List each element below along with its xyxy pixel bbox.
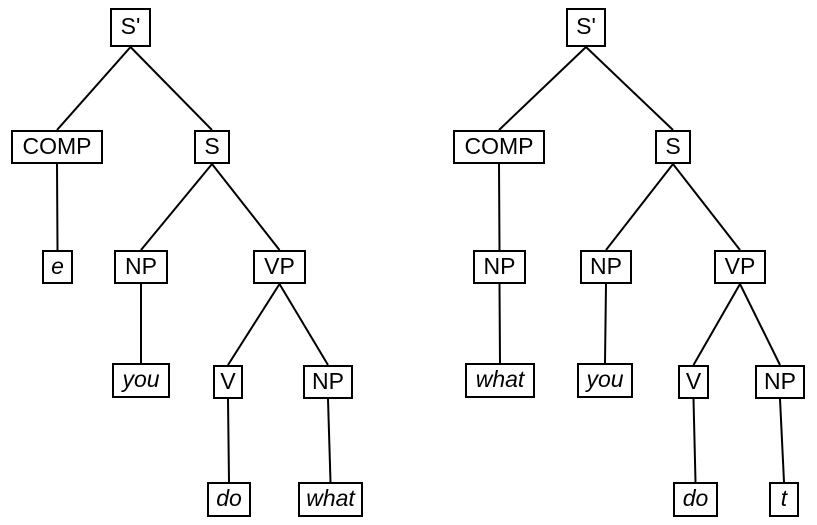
tree-node-t1-you: you bbox=[112, 363, 170, 398]
tree-node-t1-vp: VP bbox=[253, 250, 306, 284]
tree-node-t1-do: do bbox=[207, 482, 251, 517]
tree-branch-t2-sbar-to-t2-s bbox=[585, 46, 674, 131]
tree-branch-t1-v-to-t1-do bbox=[227, 398, 230, 483]
tree-node-label: what bbox=[306, 485, 355, 511]
tree-node-label: you bbox=[122, 366, 160, 392]
tree-node-t1-np-obj: NP bbox=[303, 365, 353, 399]
tree-node-t1-np-subj: NP bbox=[114, 250, 168, 284]
tree-node-t2-t: t bbox=[769, 482, 799, 517]
tree-branch-t2-np-comp-to-t2-what bbox=[498, 283, 501, 364]
tree-node-label: do bbox=[216, 485, 242, 511]
tree-node-t2-you: you bbox=[577, 363, 633, 398]
tree-node-label: do bbox=[682, 485, 709, 511]
tree-branch-t2-s-to-t2-vp bbox=[672, 163, 741, 251]
tree-node-label: COMP bbox=[464, 132, 534, 159]
tree-node-t2-np-obj: NP bbox=[755, 365, 805, 399]
tree-node-t1-v: V bbox=[213, 365, 243, 399]
tree-branch-t2-s-to-t2-np-subj bbox=[605, 163, 674, 251]
tree-node-t2-sbar: S' bbox=[566, 8, 606, 47]
tree-branch-t1-np-obj-to-t1-what bbox=[327, 398, 332, 483]
tree-branch-t2-comp-to-t2-np-comp bbox=[498, 163, 501, 251]
tree-node-t2-np-subj: NP bbox=[580, 250, 632, 284]
tree-node-t1-e: e bbox=[42, 250, 73, 284]
tree-branch-t2-np-subj-to-t2-you bbox=[604, 283, 607, 364]
tree-node-t2-vp: VP bbox=[714, 250, 766, 284]
tree-node-label: NP bbox=[312, 367, 344, 394]
tree-branch-t2-np-obj-to-t2-t bbox=[779, 398, 785, 483]
tree-node-label: you bbox=[586, 366, 624, 392]
tree-node-label: S bbox=[204, 132, 220, 159]
tree-branch-t2-sbar-to-t2-comp bbox=[498, 46, 587, 131]
tree-branch-t2-vp-to-t2-v bbox=[692, 283, 741, 366]
tree-node-label: e bbox=[51, 252, 64, 279]
tree-node-label: VP bbox=[264, 252, 295, 279]
tree-branch-t1-s-to-t1-vp bbox=[211, 163, 281, 251]
tree-node-label: NP bbox=[590, 252, 622, 279]
tree-node-label: NP bbox=[483, 252, 516, 279]
tree-branch-t1-sbar-to-t1-comp bbox=[56, 46, 132, 131]
tree-node-t1-sbar: S' bbox=[110, 8, 151, 47]
tree-branch-t1-s-to-t1-np-subj bbox=[140, 163, 213, 251]
tree-node-label: V bbox=[220, 367, 236, 394]
tree-node-t1-what: what bbox=[298, 482, 363, 517]
tree-node-label: NP bbox=[764, 367, 796, 394]
tree-node-t2-np-comp: NP bbox=[473, 250, 526, 284]
tree-node-label: COMP bbox=[22, 132, 92, 159]
tree-branch-t2-v-to-t2-do bbox=[692, 398, 697, 483]
tree-node-t2-do: do bbox=[673, 482, 718, 517]
tree-branch-t2-vp-to-t2-np-obj bbox=[739, 283, 781, 366]
tree-node-t2-v: V bbox=[678, 365, 709, 399]
tree-branch-t1-comp-to-t1-e bbox=[56, 163, 59, 251]
tree-node-label: t bbox=[780, 485, 788, 511]
tree-node-label: S' bbox=[120, 13, 141, 39]
tree-node-t2-comp: COMP bbox=[453, 130, 545, 164]
tree-node-label: S bbox=[665, 132, 681, 159]
tree-node-label: what bbox=[475, 366, 525, 392]
tree-node-label: VP bbox=[724, 252, 756, 279]
tree-node-t1-comp: COMP bbox=[11, 130, 103, 164]
tree-node-label: S' bbox=[576, 13, 596, 39]
tree-node-t1-s: S bbox=[194, 130, 230, 164]
tree-node-label: V bbox=[685, 367, 702, 394]
tree-node-label: NP bbox=[125, 252, 157, 279]
tree-branch-t1-sbar-to-t1-s bbox=[129, 46, 213, 131]
tree-node-t2-what: what bbox=[465, 363, 535, 398]
tree-branch-t1-vp-to-t1-v bbox=[227, 283, 281, 366]
tree-node-t2-s: S bbox=[655, 130, 691, 164]
tree-branch-t1-vp-to-t1-np-obj bbox=[278, 283, 329, 366]
